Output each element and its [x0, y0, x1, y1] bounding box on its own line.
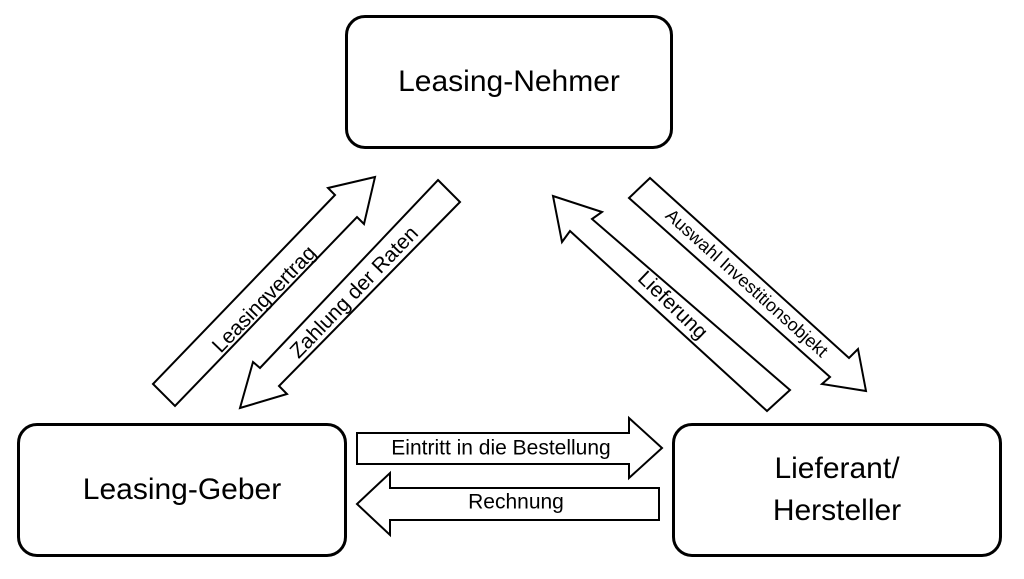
arrow-leasingvertrag-shape [151, 175, 377, 408]
node-leasing-nehmer-label: Leasing-Nehmer [398, 65, 620, 98]
arrow-rechnung-shape [355, 470, 660, 538]
node-leasing-geber: Leasing-Geber [17, 423, 347, 557]
node-lieferant-hersteller: Lieferant/ Hersteller [672, 423, 1002, 557]
arrow-lieferung-shape [551, 194, 792, 413]
node-leasing-geber-label: Leasing-Geber [82, 473, 282, 506]
node-hersteller-label-line2: Hersteller [772, 494, 902, 527]
arrow-eintritt-label: Eintritt in die Bestellung [391, 437, 610, 460]
arrow-rechnung-label: Rechnung [468, 491, 564, 514]
node-lieferant-label-line1: Lieferant/ [774, 452, 900, 485]
arrow-lieferung-label: Lieferung [633, 267, 712, 344]
arrow-eintritt-shape [356, 415, 664, 481]
arrow-eintritt-in-die-bestellung: Eintritt in die Bestellung [356, 415, 664, 481]
arrow-zahlung-shape [238, 178, 462, 410]
arrow-auswahl-shape [627, 176, 868, 393]
arrow-rechnung: Rechnung [355, 470, 660, 538]
node-leasing-nehmer: Leasing-Nehmer [345, 15, 673, 149]
